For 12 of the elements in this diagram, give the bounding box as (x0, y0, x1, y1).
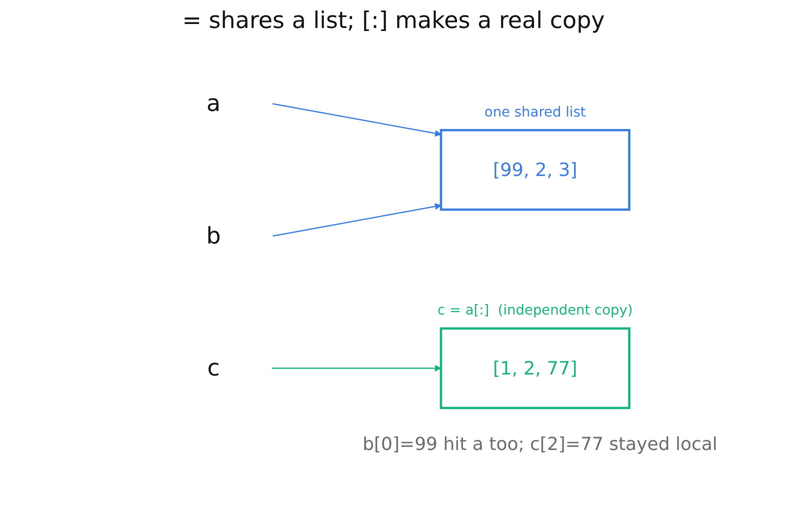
note-text: b[0]=99 hit a too; c[2]=77 stayed local (362, 434, 718, 455)
node-text: c (207, 354, 220, 382)
node-caption: one shared list (484, 104, 586, 120)
node-text: a (206, 90, 221, 118)
node-caption: c = a[:] (independent copy) (438, 302, 633, 319)
node-box: [1, 2, 77] (440, 327, 630, 410)
node-text: b (206, 222, 221, 250)
node-box: [99, 2, 3] (440, 129, 630, 211)
arrow (272, 203, 442, 237)
arrow (272, 103, 442, 137)
arrow (272, 364, 442, 372)
diagram-title: = shares a list; [:] makes a real copy (182, 8, 605, 34)
